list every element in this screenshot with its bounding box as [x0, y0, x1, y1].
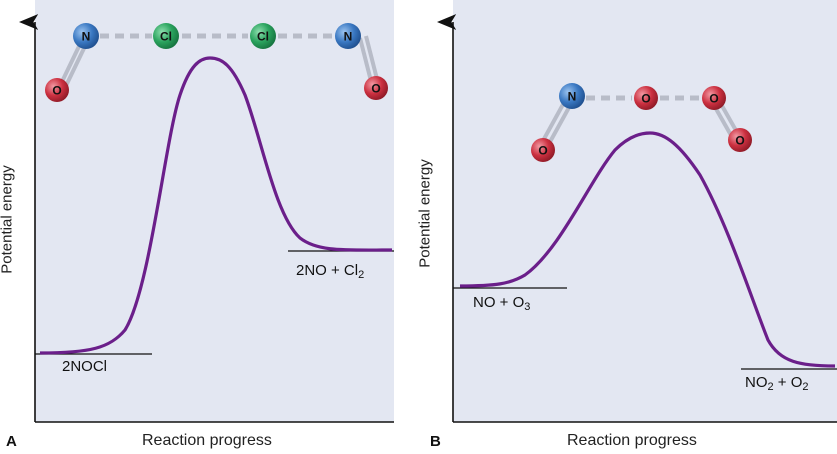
panel-a-products-label: 2NO + Cl2 [296, 262, 364, 281]
chlorine-atom-icon [250, 23, 276, 49]
panel-b-x-axis-label: Reaction progress [567, 432, 697, 449]
nitrogen-atom-icon [559, 83, 585, 109]
panel-a-plot-area [35, 0, 394, 422]
oxygen-atom-icon [364, 76, 388, 100]
panel-b-reactants-subscript: 3 [524, 301, 531, 313]
panel-a-x-axis-label: Reaction progress [142, 432, 272, 449]
nitrogen-atom-icon [73, 23, 99, 49]
panel-b-products-text-2: + O [773, 374, 803, 391]
panel-a-molecule: N Cl Cl N O O [45, 23, 388, 102]
panel-b-products-subscript-2: 2 [802, 381, 809, 393]
oxygen-atom-icon [634, 86, 658, 110]
chlorine-atom-icon [153, 23, 179, 49]
atom-label: Cl [257, 30, 269, 44]
atom-label: O [52, 84, 61, 98]
oxygen-atom-icon [728, 128, 752, 152]
panel-b-plot-area [453, 0, 837, 422]
atom-label: N [82, 30, 91, 44]
panel-a-products-text: 2NO + Cl [296, 262, 359, 279]
atom-label: O [709, 92, 718, 106]
panel-a-letter: A [6, 433, 17, 450]
panel-b-products-subscript: 2 [767, 381, 774, 393]
atom-label: O [735, 134, 744, 148]
panel-b-reactants-label: NO + O3 [473, 294, 530, 313]
panel-b-molecule: N O O O O [531, 83, 752, 162]
panel-b-reactants-text: NO + O [473, 294, 525, 311]
panel-b-products-text: NO [745, 374, 768, 391]
atom-label: Cl [160, 30, 172, 44]
oxygen-atom-icon [531, 138, 555, 162]
panel-b-products-label: NO2 + O2 [745, 374, 809, 393]
nitrogen-atom-icon [335, 23, 361, 49]
atom-label: O [371, 82, 380, 96]
panel-a-y-axis-label: Potential energy [0, 165, 16, 274]
panel-b-letter: B [430, 433, 441, 450]
panel-a-energy-curve [39, 56, 393, 355]
panel-b-y-axis-label: Potential energy [416, 159, 434, 268]
panel-a-reactants-label: 2NOCl [62, 358, 108, 375]
atom-label: O [538, 144, 547, 158]
atom-label: O [641, 92, 650, 106]
atom-label: N [568, 90, 577, 104]
oxygen-atom-icon [702, 86, 726, 110]
oxygen-atom-icon [45, 78, 69, 102]
panel-a-products-subscript: 2 [358, 269, 365, 281]
panel-b-energy-curve [459, 131, 836, 368]
atom-label: N [344, 30, 353, 44]
